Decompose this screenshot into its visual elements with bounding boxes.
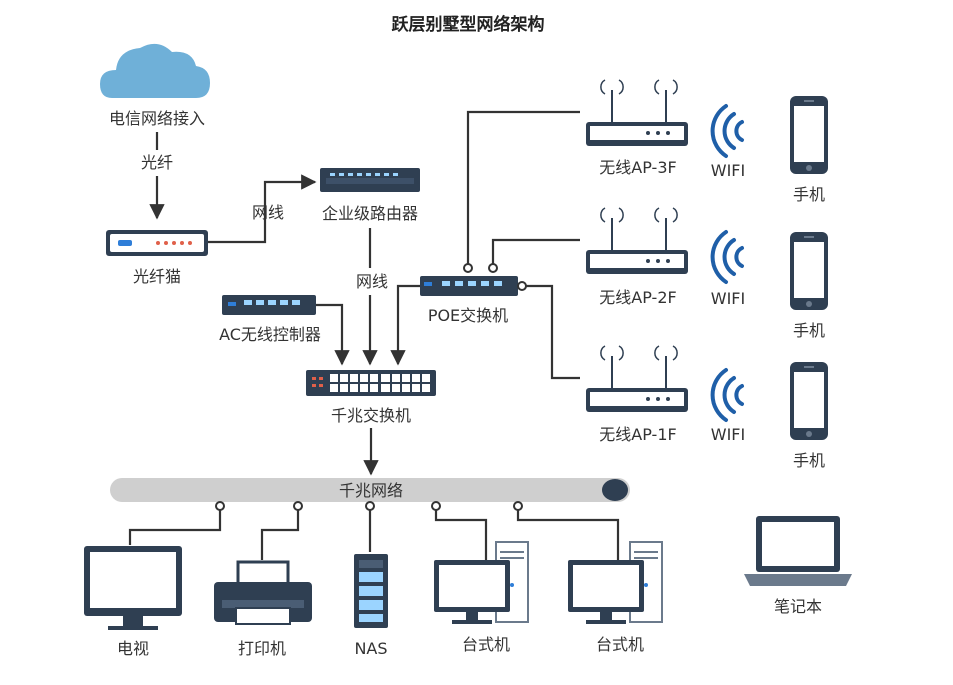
desktop-computer-icon [568, 541, 663, 624]
desktop-computer-icon [434, 541, 529, 624]
cable-label-1: 网线 [252, 203, 284, 222]
diagram-title: 跃层别墅型网络架构 [392, 14, 545, 35]
tv-label: 电视 [117, 639, 149, 658]
gigabit-network-bus [110, 478, 630, 502]
wireless-ap-icon [586, 207, 688, 274]
mobile-phone-icon [790, 96, 828, 174]
cable-label-2: 网线 [356, 272, 388, 291]
ap-1f-label: 无线AP-1F [599, 425, 676, 444]
gigabit-network-label: 千兆网络 [339, 481, 403, 500]
optical-modem-icon [106, 230, 208, 256]
tv-icon [84, 546, 182, 630]
printer-label: 打印机 [238, 639, 286, 658]
ap-3f-label: 无线AP-3F [599, 158, 676, 177]
telecom-access-label: 电信网络接入 [109, 109, 205, 128]
enterprise-router-label: 企业级路由器 [322, 204, 418, 223]
ac-controller-icon [222, 295, 316, 315]
ap-2f-label: 无线AP-2F [599, 288, 676, 307]
ac-controller-label: AC无线控制器 [219, 325, 321, 344]
fiber-label: 光纤 [141, 153, 173, 172]
wireless-ap-icon [586, 79, 688, 146]
wifi-label-2: WIFI [711, 289, 745, 308]
nas-label: NAS [354, 639, 387, 658]
gigabit-switch-icon [306, 370, 436, 396]
phone-label-2: 手机 [793, 321, 825, 340]
phone-label-1: 手机 [793, 185, 825, 204]
poe-switch-label: POE交换机 [428, 306, 508, 325]
laptop-label: 笔记本 [774, 597, 822, 616]
poe-switch-icon [420, 276, 518, 296]
wifi-signal-icon [710, 104, 744, 158]
laptop-icon [744, 516, 852, 586]
printer-icon [214, 560, 312, 625]
wifi-label-1: WIFI [711, 161, 745, 180]
desktop-label-1: 台式机 [462, 635, 510, 654]
optical-modem-label: 光纤猫 [133, 267, 181, 286]
wifi-signal-icon [710, 368, 744, 422]
nas-icon [354, 554, 388, 628]
desktop-label-2: 台式机 [596, 635, 644, 654]
cloud-icon [100, 43, 210, 98]
wireless-ap-icon [586, 345, 688, 412]
gigabit-switch-label: 千兆交换机 [331, 406, 411, 425]
enterprise-router-icon [320, 168, 420, 192]
mobile-phone-icon [790, 232, 828, 310]
wifi-label-3: WIFI [711, 425, 745, 444]
mobile-phone-icon [790, 362, 828, 440]
wifi-signal-icon [710, 230, 744, 284]
phone-label-3: 手机 [793, 451, 825, 470]
